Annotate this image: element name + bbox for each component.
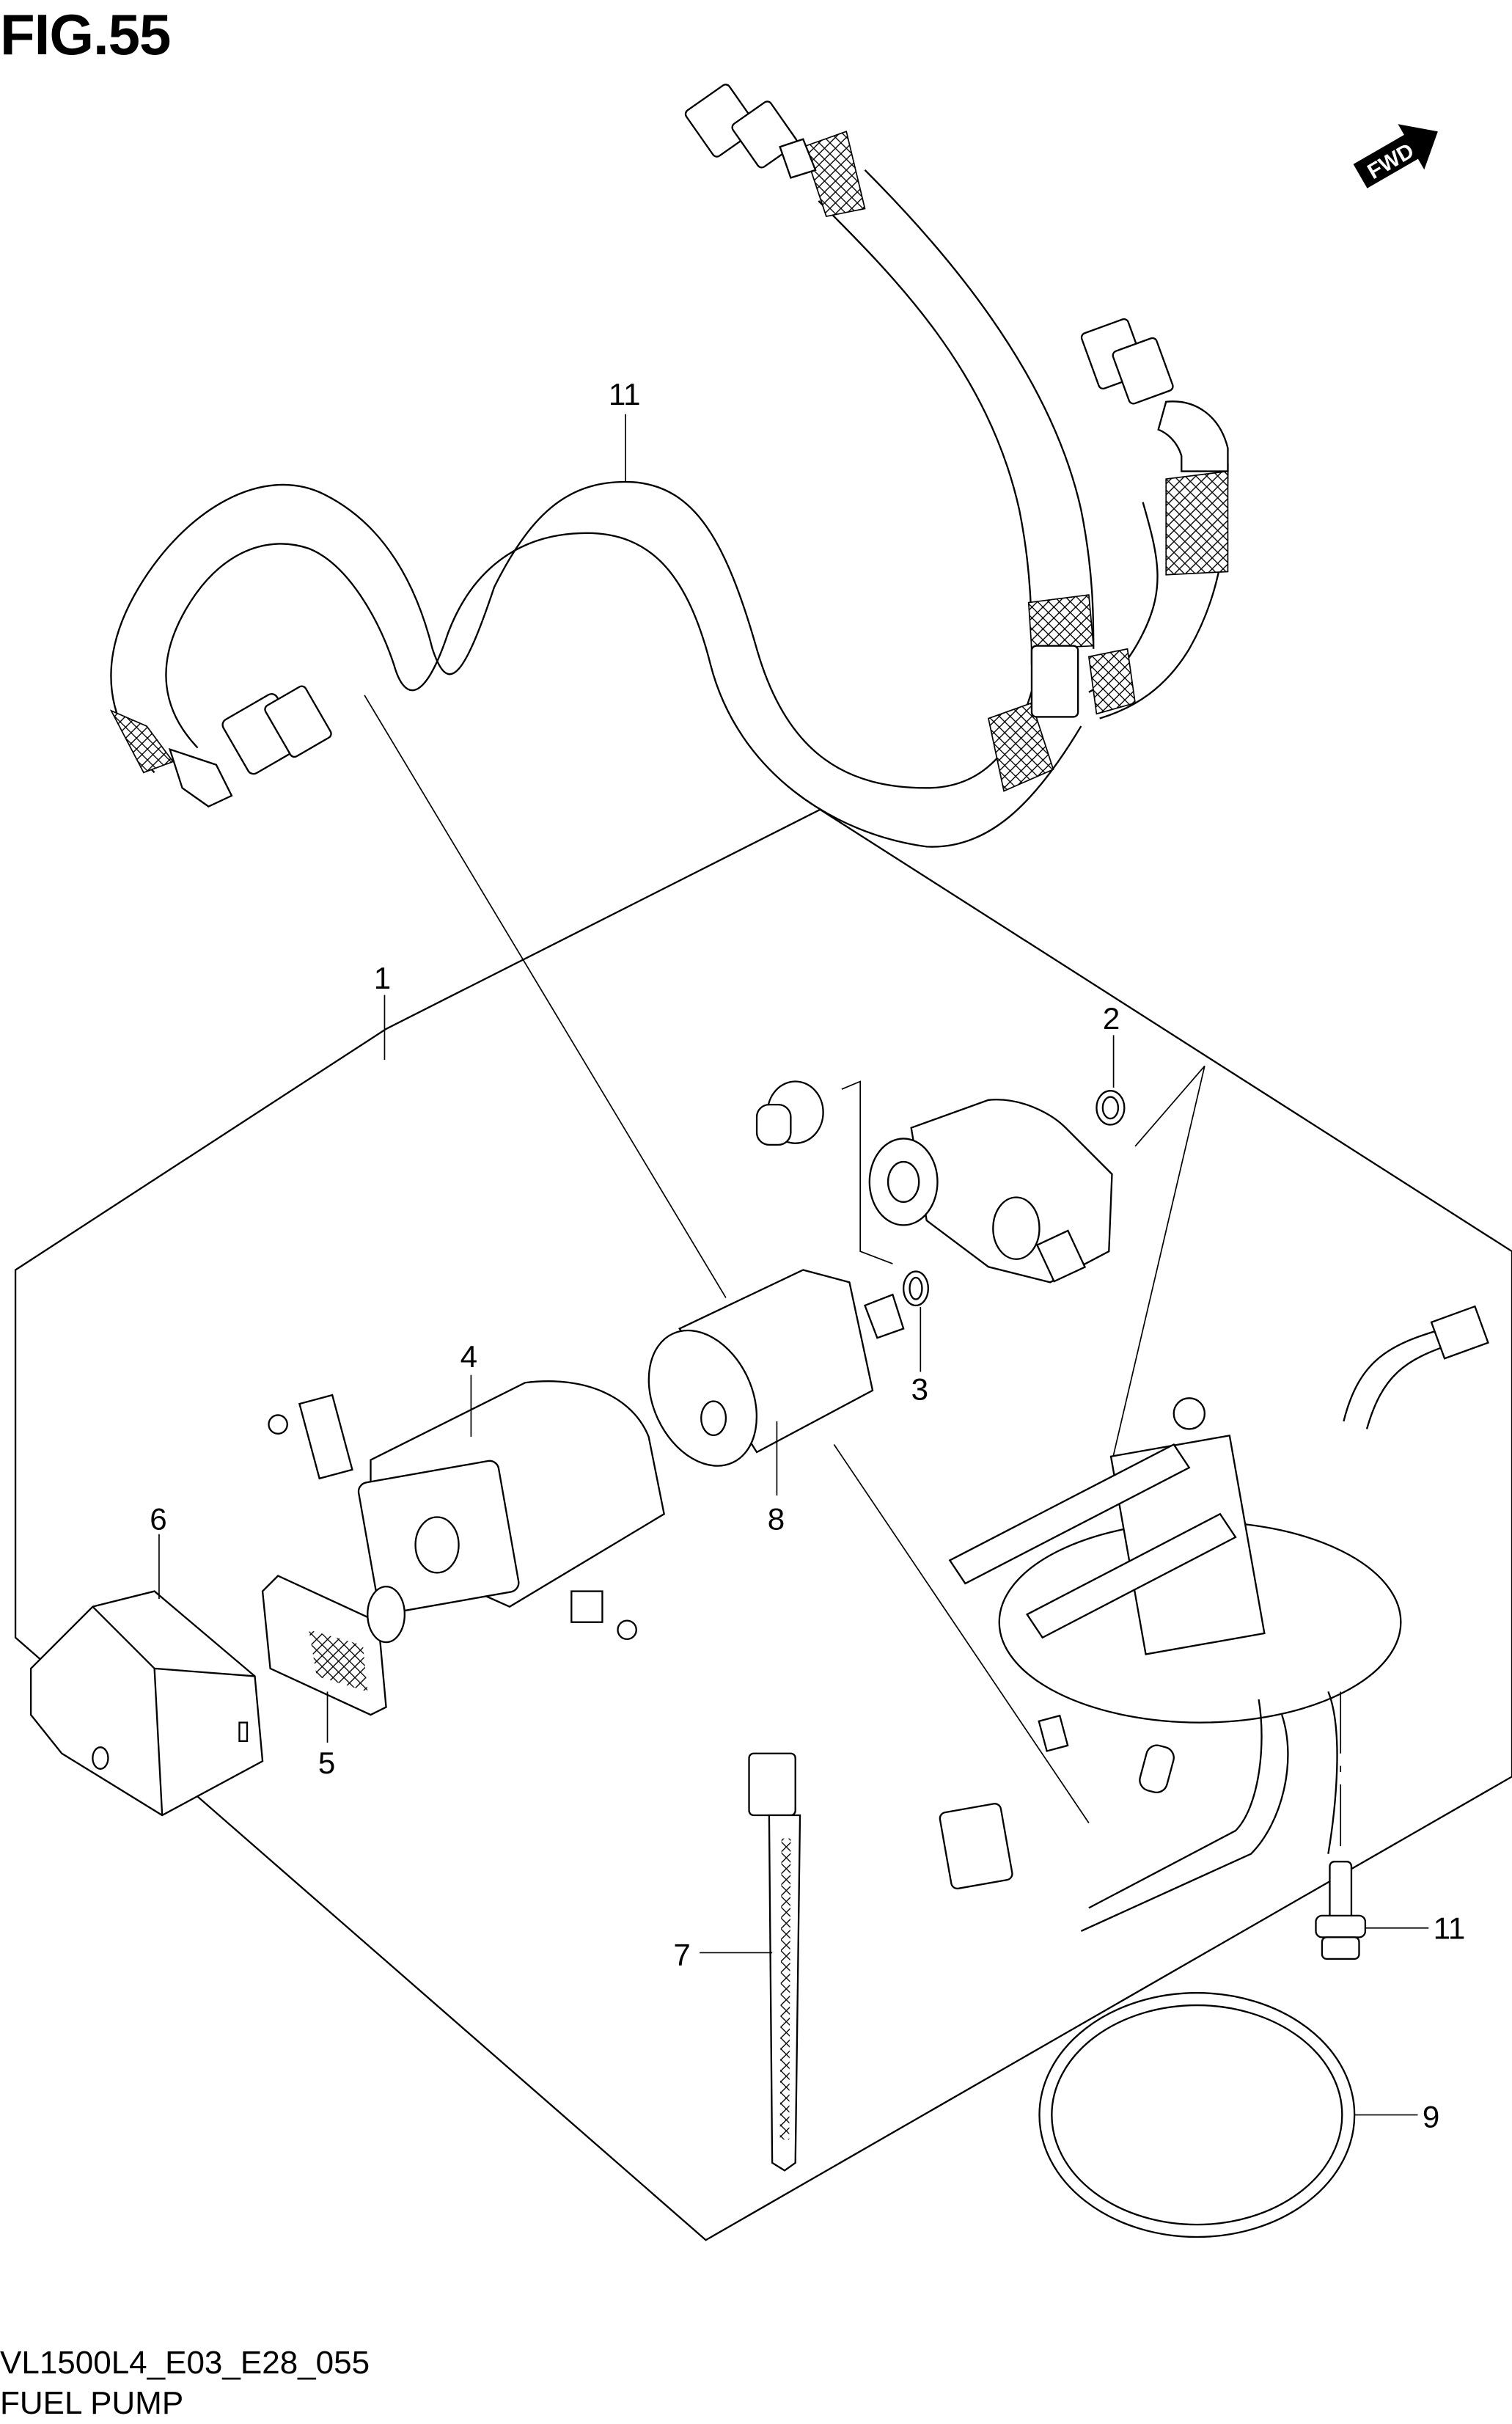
fuel-pump-motor xyxy=(647,1269,905,1467)
fuel-hose-assembly xyxy=(109,84,1229,848)
figure-title: FIG.55 xyxy=(0,2,171,67)
callout-3: 3 xyxy=(911,1372,928,1406)
pressure-regulator xyxy=(755,1080,1113,1284)
pump-plate-unit xyxy=(939,1305,1489,1933)
o-ring-2 xyxy=(1096,1090,1126,1126)
callout-11: 11 xyxy=(1434,1911,1466,1945)
pump-holder-bracket xyxy=(268,1380,665,1641)
callout-5: 5 xyxy=(318,1746,335,1780)
o-ring-3 xyxy=(902,1270,930,1307)
forward-arrow-icon: FWD xyxy=(1353,124,1438,188)
callout-1: 1 xyxy=(374,961,391,995)
callout-2: 2 xyxy=(1103,1001,1120,1036)
leader-line xyxy=(833,1444,1090,1823)
callout-6: 6 xyxy=(150,1501,166,1536)
callout-7: 7 xyxy=(673,1937,690,1971)
fuel-filter xyxy=(29,1590,264,1817)
alignment-line xyxy=(1111,1065,1205,1462)
cable-tie xyxy=(748,1752,801,2172)
callout-8: 8 xyxy=(768,1501,785,1536)
assembly-outline xyxy=(14,808,1512,2241)
gasket-ring xyxy=(1038,1992,1356,2238)
diagram-name: FUEL PUMP xyxy=(0,2385,184,2421)
bolt xyxy=(1315,1861,1367,1960)
callout-4: 4 xyxy=(460,1339,477,1374)
filter-cover xyxy=(261,1575,405,1716)
callout-10: 11 xyxy=(609,377,641,411)
callout-9: 9 xyxy=(1423,2099,1439,2134)
leader-line xyxy=(364,695,727,1298)
diagram-code: VL1500L4_E03_E28_055 xyxy=(0,2345,370,2381)
alignment-line xyxy=(841,1080,893,1264)
